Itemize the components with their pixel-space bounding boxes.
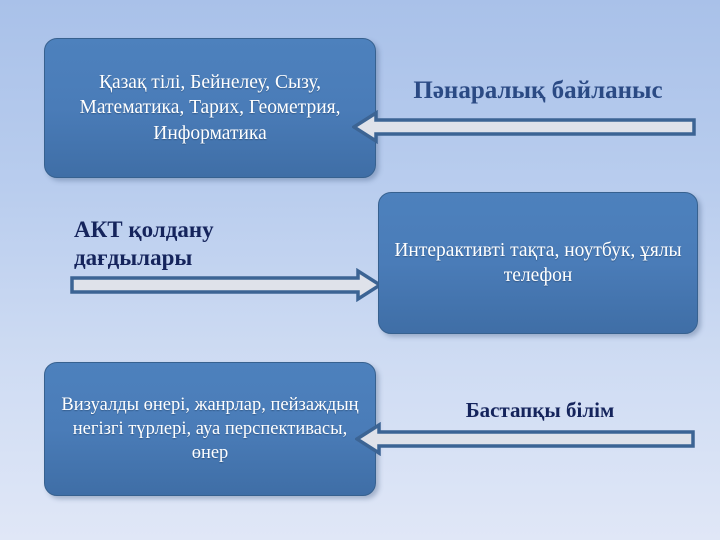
arrow-left-icon — [355, 422, 695, 456]
box-devices-text: Интерактивті тақта, ноутбук, ұялы телефо… — [394, 239, 682, 286]
box-visual-art: Визуалды өнері, жанрлар, пейзаждың негіз… — [44, 362, 376, 496]
arrow-left-icon — [352, 110, 696, 144]
box-devices: Интерактивті тақта, ноутбук, ұялы телефо… — [378, 192, 698, 334]
label-ict-skills: АКТ қолдану дағдылары — [74, 217, 214, 271]
box-subjects-text: Қазақ тілі, Бейнелеу, Сызу, Математика, … — [79, 71, 341, 144]
label-interdisciplinary: Пәнаралық байланыс — [413, 77, 663, 104]
box-visual-art-text: Визуалды өнері, жанрлар, пейзаждың негіз… — [61, 394, 359, 464]
label-primary-knowledge: Бастапқы білім — [465, 398, 615, 422]
arrow-right-icon — [70, 268, 382, 302]
box-subjects: Қазақ тілі, Бейнелеу, Сызу, Математика, … — [44, 38, 376, 178]
